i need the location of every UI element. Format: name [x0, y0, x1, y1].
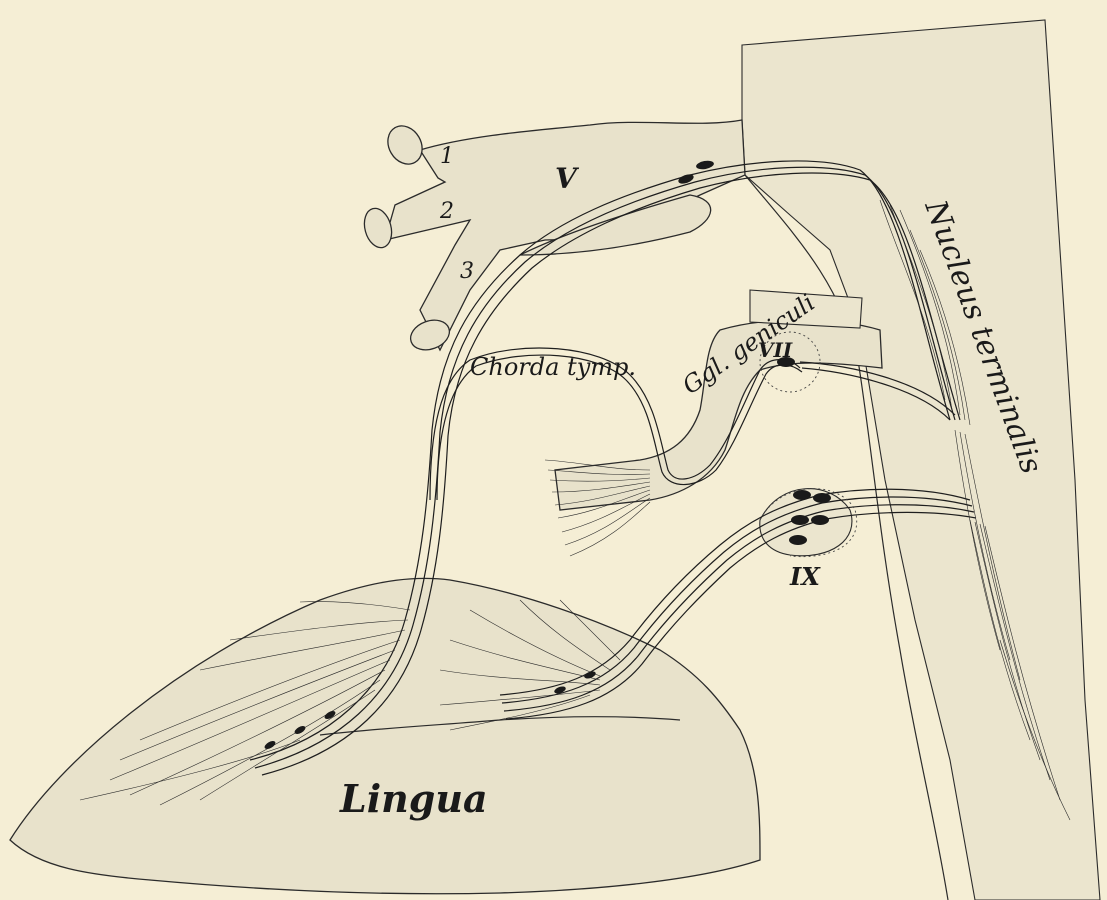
label-branch-2: 2 — [439, 199, 454, 224]
label-branch-1: 1 — [440, 144, 454, 169]
label-nerve-vii: VII — [758, 338, 793, 362]
branch-1-stump — [381, 120, 429, 171]
label-branch-3: 3 — [460, 259, 474, 284]
label-lingua: Lingua — [339, 776, 488, 821]
branch-2-stump — [360, 205, 395, 250]
label-nerve-v: V — [555, 162, 580, 195]
label-chorda-tympani: Chorda tymp. — [470, 353, 636, 381]
tongue — [10, 578, 760, 893]
label-nerve-ix: IX — [789, 562, 821, 591]
